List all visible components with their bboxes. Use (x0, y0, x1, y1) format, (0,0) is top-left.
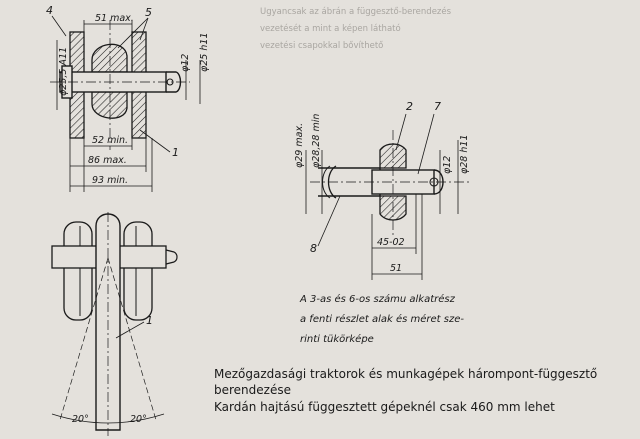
dim-phi12: φ12 (180, 54, 191, 72)
caption-line: berendezése (214, 383, 291, 397)
callout-4: 4 (46, 4, 53, 17)
note-line: a fenti részlet alak és méret sze- (300, 313, 464, 325)
dim-52-min: 52 min. (92, 135, 128, 146)
background-line: Ugyancsak az ábrán a függesztő-berendezé… (260, 6, 452, 17)
mirror-note: A 3-as és 6-os számu alkatrész a fenti r… (299, 293, 464, 345)
callout-1: 1 (172, 146, 179, 159)
background-text: Ugyancsak az ábrán a függesztő-berendezé… (260, 6, 452, 51)
bushing-upper (91, 43, 128, 73)
caption-line: Kardán hajtású függesztett gépeknél csak… (214, 400, 555, 414)
dim-51-max: 51 max. (95, 13, 134, 24)
callout-7: 7 (434, 100, 441, 113)
bushing-lower (91, 91, 128, 119)
dim-phi12-detail: φ12 (442, 156, 453, 174)
caption-line: Mezőgazdasági traktorok és munkagépek há… (214, 367, 597, 381)
background-line: vezetését a mint a képen látható (260, 23, 401, 34)
callout-8: 8 (310, 242, 317, 255)
caption: Mezőgazdasági traktorok és munkagépek há… (214, 367, 597, 414)
angle-left: 20° (72, 414, 89, 425)
callout-5: 5 (145, 6, 152, 19)
top-view: 51 max. 4 5 φ25,5 A11 φ12 φ25 h11 1 52 m… (46, 4, 210, 192)
dim-51: 51 (390, 263, 402, 274)
dim-phi29-max: φ29 max. (294, 123, 305, 168)
front-view: 20° 20° 1 (51, 212, 178, 436)
callout-2: 2 (406, 100, 413, 113)
callout-1-front: 1 (146, 314, 153, 327)
right-detail: φ29 max. φ28,28 min φ12 φ28 h11 2 7 8 45… (294, 100, 470, 280)
dim-45-02: 45-02 (377, 237, 405, 248)
background-line: vezetési csapokkal bővíthető (260, 40, 383, 51)
dim-phi25-5: φ25,5 A11 (58, 47, 69, 96)
dim-phi25-h11: φ25 h11 (199, 33, 210, 72)
note-line: rinti tükörképe (300, 333, 374, 345)
dim-93-min: 93 min. (92, 175, 128, 186)
dim-phi28-h11: φ28 h11 (459, 135, 470, 174)
angle-right: 20° (130, 414, 147, 425)
note-line: A 3-as és 6-os számu alkatrész (299, 293, 456, 305)
dim-phi28-28-min: φ28,28 min (311, 114, 322, 168)
dim-86-max: 86 max. (88, 155, 127, 166)
